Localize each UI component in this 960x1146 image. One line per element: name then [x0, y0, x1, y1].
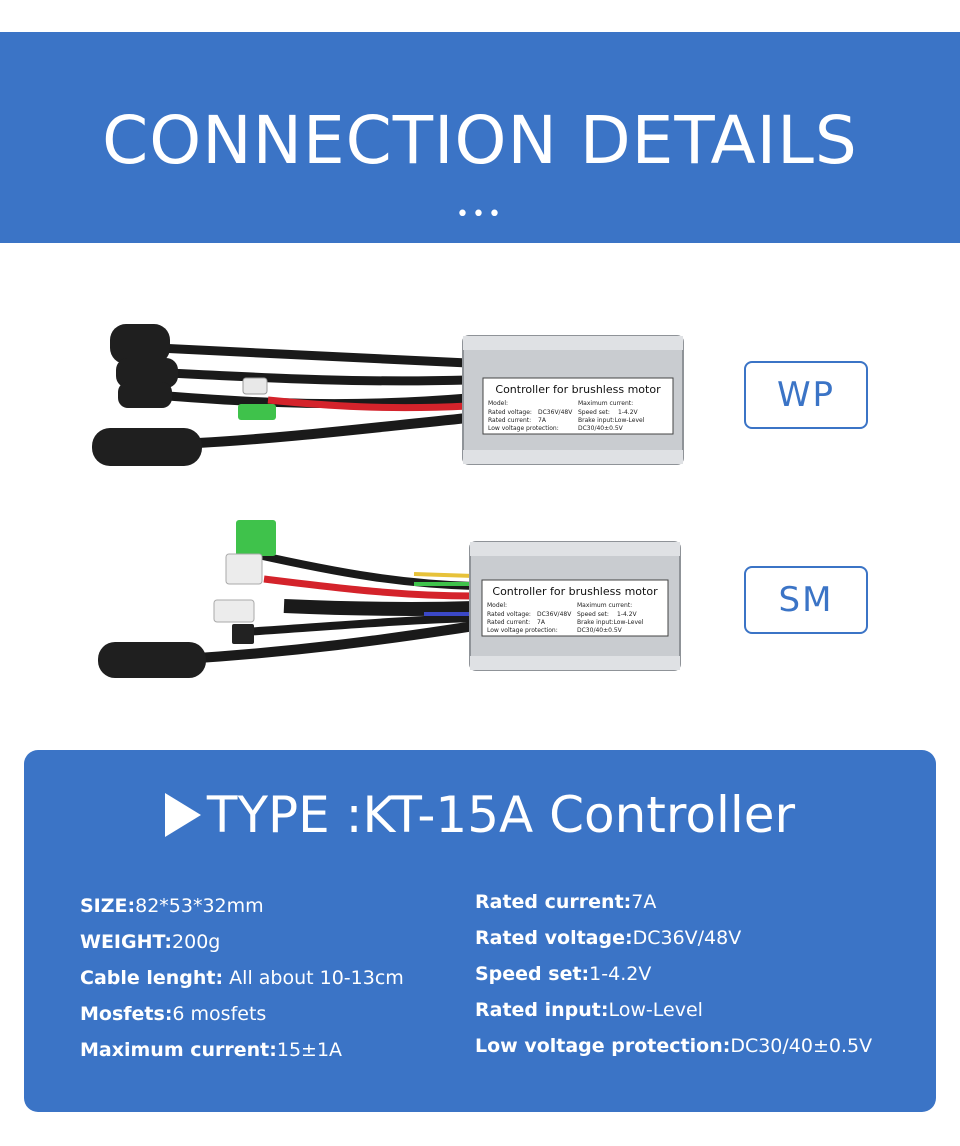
svg-text:1-4.2V: 1-4.2V: [617, 611, 638, 618]
svg-text:Maximum current:: Maximum current:: [577, 602, 632, 609]
spec-row-low-voltage: Low voltage protection:DC30/40±0.5V: [475, 1035, 873, 1057]
svg-text:DC30/40±0.5V: DC30/40±0.5V: [578, 425, 624, 432]
wp-plate-title: Controller for brushless motor: [495, 383, 661, 396]
svg-text:Rated voltage:: Rated voltage:: [488, 409, 532, 416]
svg-text:DC30/40±0.5V: DC30/40±0.5V: [577, 627, 623, 634]
variant-sm-badge[interactable]: SM: [744, 566, 868, 634]
spec-row-cable-length: Cable lenght: All about 10-13cm: [80, 967, 404, 989]
spec-row-speed-set: Speed set:1-4.2V: [475, 963, 652, 985]
spec-row-mosfets: Mosfets:6 mosfets: [80, 1003, 267, 1025]
svg-text:Rated voltage:: Rated voltage:: [487, 611, 531, 618]
spec-row-weight: WEIGHT:200g: [80, 931, 221, 953]
svg-text:Brake input:Low-Level: Brake input:Low-Level: [578, 417, 645, 424]
svg-text:Model:: Model:: [487, 602, 507, 609]
spec-title-text: TYPE :KT-15A Controller: [206, 786, 796, 844]
svg-text:7A: 7A: [538, 417, 547, 424]
svg-text:Rated current:: Rated current:: [487, 619, 530, 626]
sm-plate-title: Controller for brushless motor: [492, 585, 658, 598]
spec-right-column: Rated current:7A Rated voltage:DC36V/48V…: [475, 884, 872, 1064]
svg-text:Brake input:Low-Level: Brake input:Low-Level: [577, 619, 644, 626]
header-banner: CONNECTION DETAILS •••: [0, 32, 960, 243]
connector-1: [110, 324, 170, 364]
spec-row-max-current: Maximum current:15±1A: [80, 1039, 343, 1061]
spec-panel: TYPE :KT-15A Controller SIZE:82*53*32mm …: [24, 750, 936, 1112]
sm-controller-image: Controller for brushless motor Model: Ma…: [94, 514, 694, 684]
spec-left-column: SIZE:82*53*32mm WEIGHT:200g Cable lenght…: [80, 888, 404, 1068]
svg-text:DC36V/48V: DC36V/48V: [537, 611, 572, 618]
spec-row-rated-input: Rated input:Low-Level: [475, 999, 703, 1021]
svg-text:Speed set:: Speed set:: [578, 409, 610, 416]
svg-text:DC36V/48V: DC36V/48V: [538, 409, 573, 416]
page-title: CONNECTION DETAILS: [102, 102, 858, 179]
spec-row-size: SIZE:82*53*32mm: [80, 895, 264, 917]
svg-text:7A: 7A: [537, 619, 546, 626]
connector-2: [116, 358, 178, 388]
connector-3: [118, 382, 172, 408]
spec-row-rated-voltage: Rated voltage:DC36V/48V: [475, 927, 742, 949]
spec-title: TYPE :KT-15A Controller: [24, 790, 936, 840]
variant-wp-badge[interactable]: WP: [744, 361, 868, 429]
svg-text:Low voltage protection:: Low voltage protection:: [487, 627, 558, 634]
svg-text:Speed set:: Speed set:: [577, 611, 609, 618]
svg-text:Rated current:: Rated current:: [488, 417, 531, 424]
wp-controller-image: Controller for brushless motor Model: Ma…: [88, 318, 698, 478]
connector-4: [92, 428, 202, 466]
header-dots: •••: [456, 202, 504, 227]
spec-row-rated-current: Rated current:7A: [475, 891, 657, 913]
play-triangle-icon: [164, 793, 201, 837]
svg-text:Low voltage protection:: Low voltage protection:: [488, 425, 559, 432]
svg-text:1-4.2V: 1-4.2V: [618, 409, 639, 416]
svg-text:Maximum current:: Maximum current:: [578, 400, 633, 407]
svg-text:Model:: Model:: [488, 400, 508, 407]
